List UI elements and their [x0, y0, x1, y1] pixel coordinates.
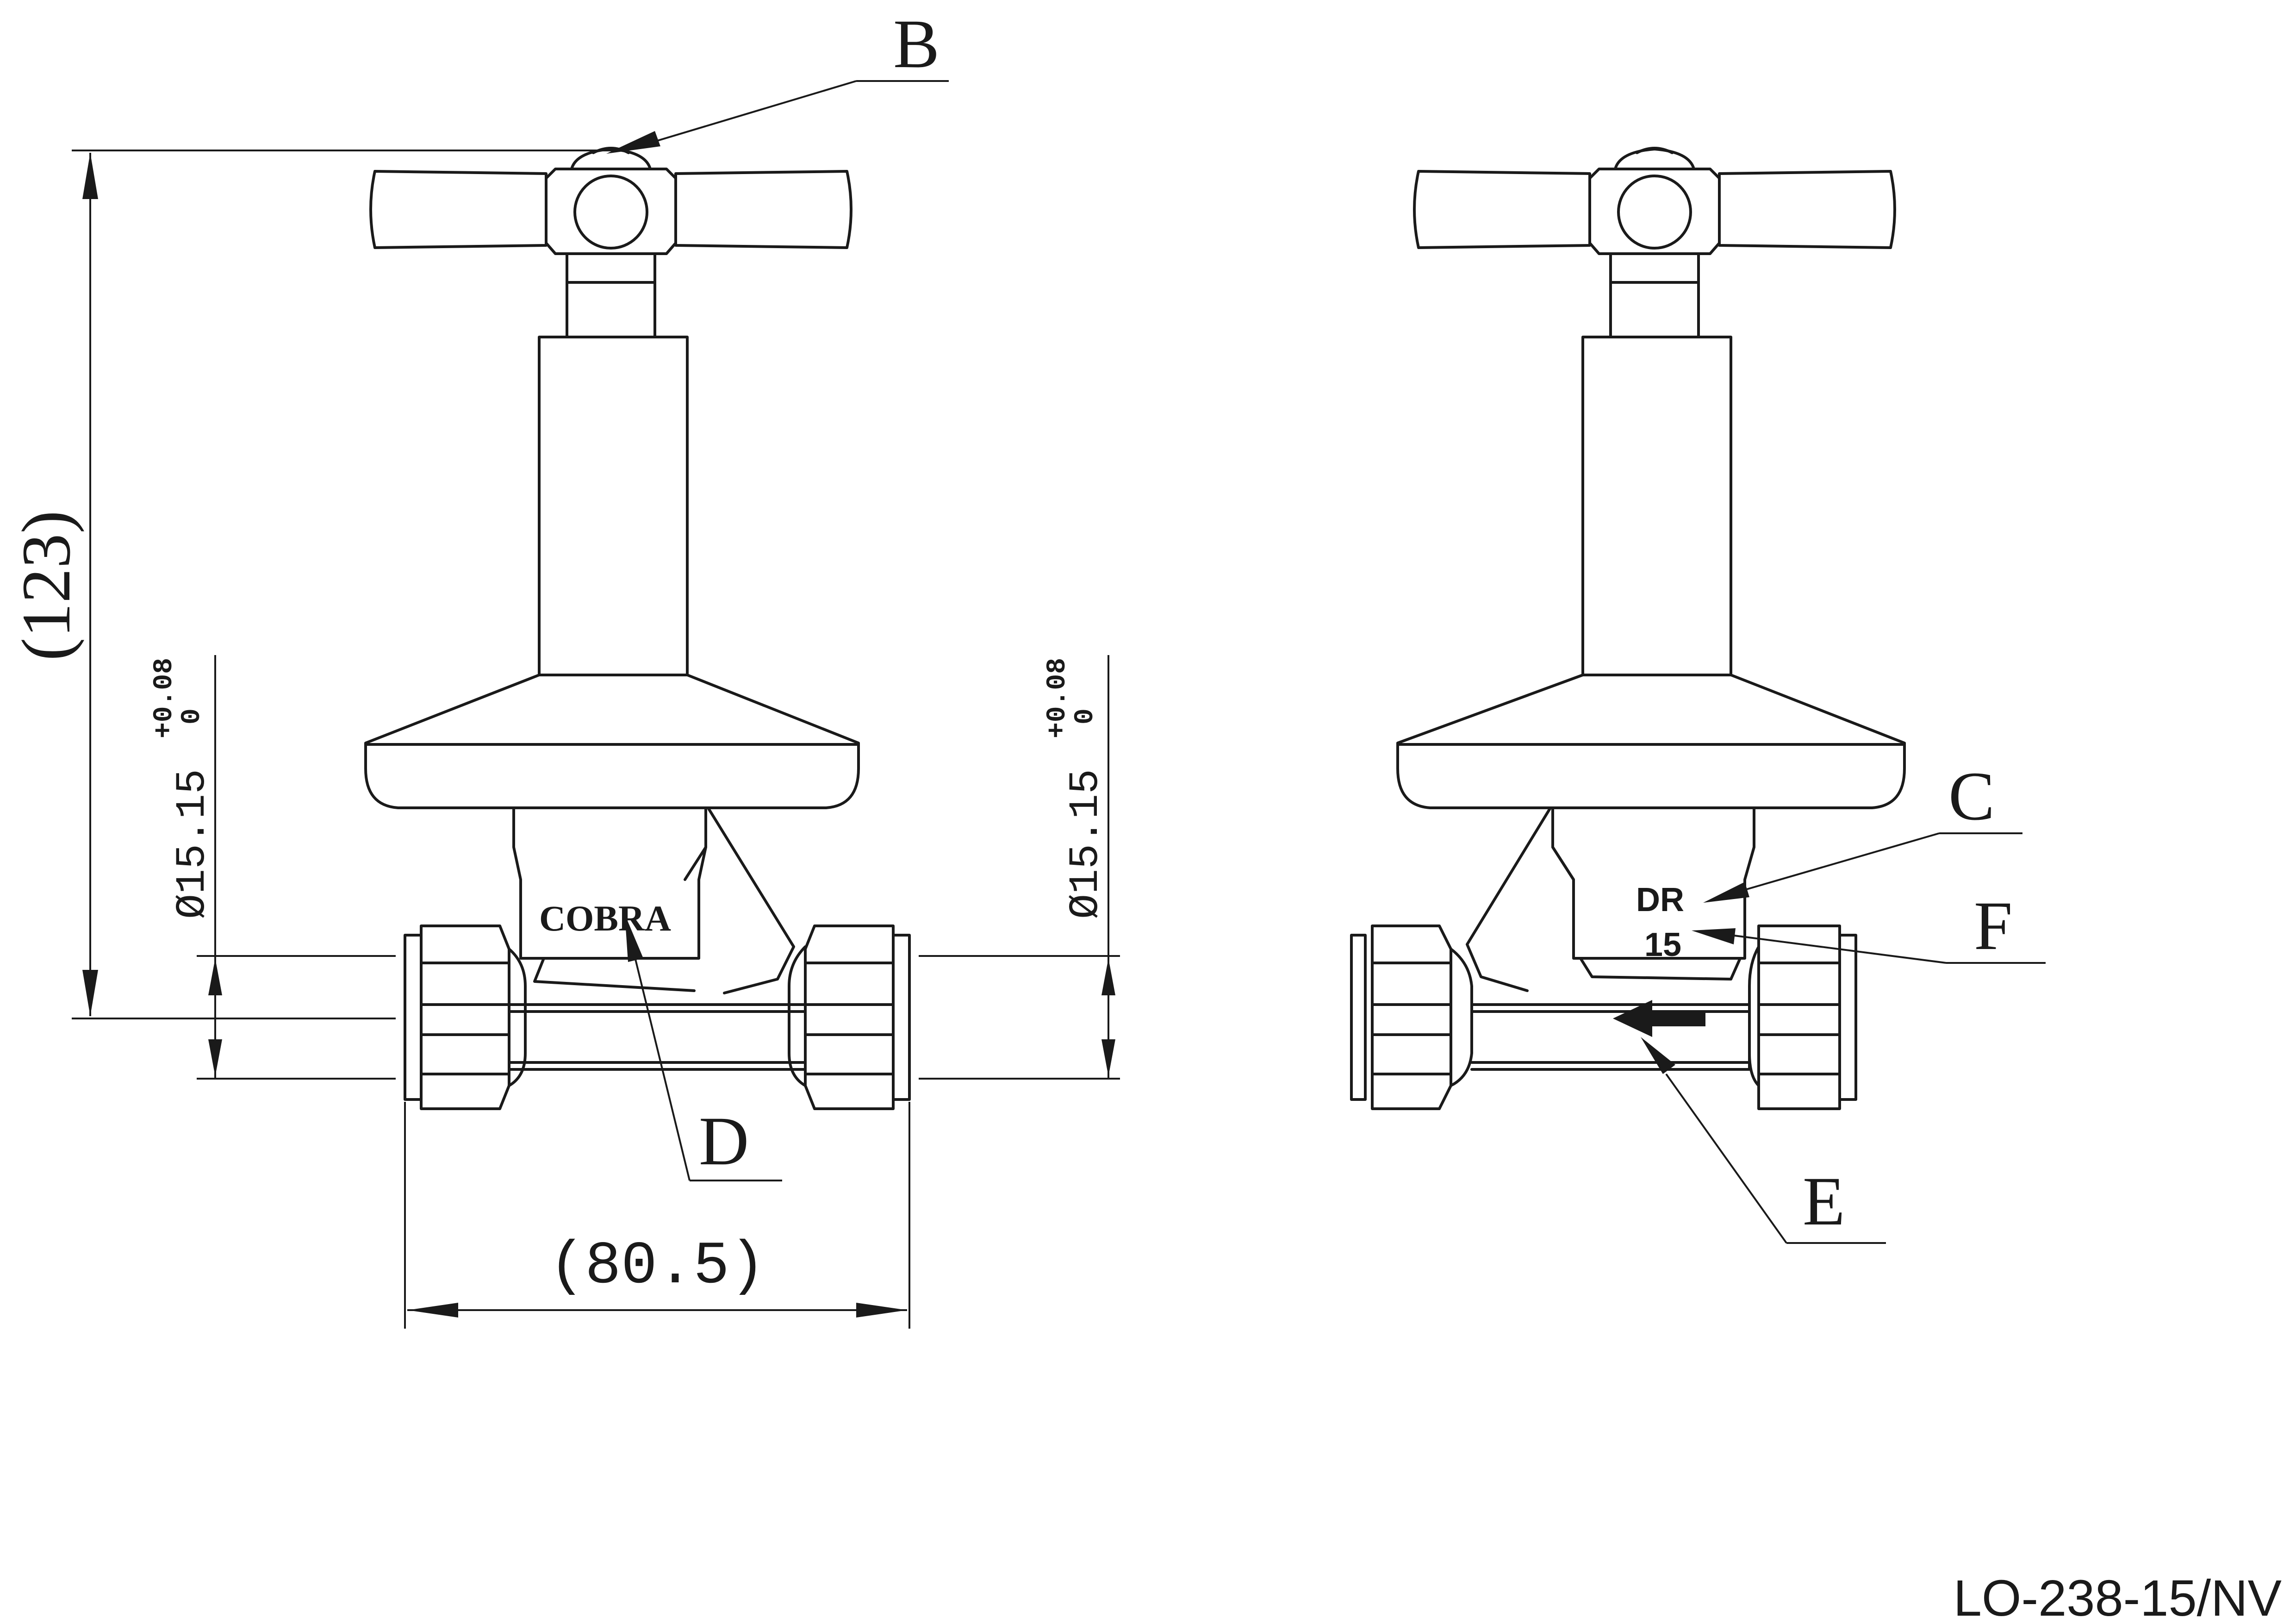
callout-c-label: C — [1948, 758, 1995, 835]
callout-f: F — [1692, 887, 2046, 964]
model-marking: DR — [1636, 881, 1684, 918]
callout-c: C — [1703, 758, 2022, 903]
pipe-diameter-left-tol-lower: 0 — [177, 708, 207, 725]
left-compression-nut — [404, 924, 527, 1110]
callout-d-label: D — [699, 1103, 749, 1180]
callout-d: D — [625, 914, 782, 1181]
pipe-diameter-right-tol-lower: 0 — [1070, 708, 1101, 725]
width-dimension: (80.5) — [404, 1102, 910, 1329]
right-compression-nut-back — [1748, 924, 1857, 1110]
callout-b-label: B — [893, 6, 940, 82]
valve-body-back — [1466, 806, 1755, 1071]
spindle-back — [1581, 252, 1732, 676]
flange-cover-back — [1396, 674, 1906, 809]
pipe-diameter-left-value: Ø15.15 — [169, 769, 217, 919]
pipe-diameter-left-tol-upper: +0.08 — [149, 658, 180, 738]
callout-e-label: E — [1803, 1163, 1845, 1240]
flange-cover — [364, 674, 860, 809]
valve-front-view: COBRA — [364, 147, 911, 1110]
valve-body — [508, 806, 807, 1071]
pipe-diameter-dimension-left: Ø15.15 +0.08 0 — [149, 655, 1120, 1080]
flow-direction-arrow — [1613, 1000, 1705, 1037]
size-marking: 15 — [1644, 926, 1681, 963]
callout-f-label: F — [1974, 887, 2012, 964]
pipe-diameter-right-tol-upper: +0.08 — [1043, 658, 1073, 738]
brand-marking: COBRA — [539, 898, 671, 938]
cross-handle — [369, 147, 852, 255]
pipe-diameter-dimension-right: Ø15.15 +0.08 0 — [1043, 655, 1115, 1079]
height-dimension: (123) — [8, 150, 616, 1019]
pipe-diameter-right-value: Ø15.15 — [1063, 769, 1110, 919]
left-compression-nut-back — [1350, 924, 1473, 1110]
callout-b: B — [606, 6, 949, 154]
drawing-number: LO-238-15/NV — [1954, 1570, 2282, 1624]
height-dimension-label: (123) — [8, 511, 85, 661]
spindle — [538, 252, 689, 676]
valve-back-view: DR 15 — [1350, 147, 1906, 1110]
width-dimension-label: (80.5) — [549, 1233, 765, 1301]
cross-handle-back — [1413, 147, 1896, 255]
right-compression-nut — [788, 924, 911, 1110]
callout-e: E — [1641, 1037, 1886, 1244]
